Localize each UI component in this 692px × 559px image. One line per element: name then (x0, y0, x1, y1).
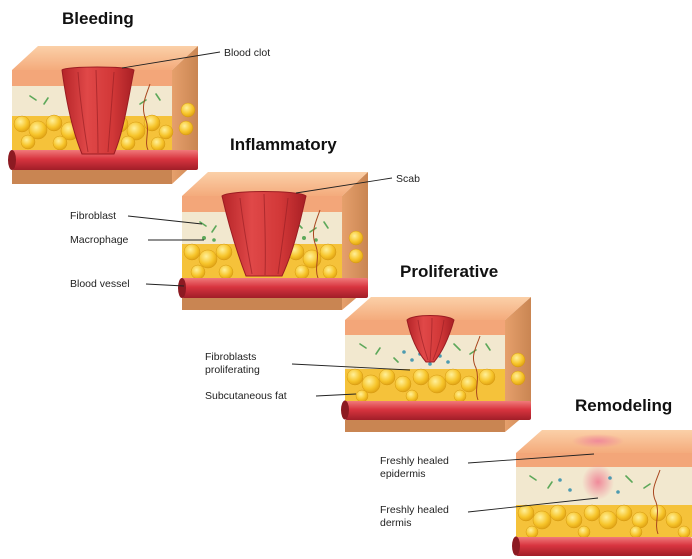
bleeding-block: Bleeding Blood clot (8, 9, 270, 184)
label-healed-epidermis-line2: epidermis (380, 468, 426, 480)
blood-vessel (341, 401, 531, 433)
blood-vessel (8, 150, 198, 184)
epidermis-layer (516, 453, 692, 467)
skin-top-surface (12, 46, 198, 70)
label-blood-vessel: Blood vessel (70, 278, 130, 290)
label-fibroblast: Fibroblast (70, 210, 116, 222)
label-macrophage: Macrophage (70, 234, 129, 246)
label-healed-epidermis-line1: Freshly healed (380, 455, 449, 467)
label-healed-dermis-line2: dermis (380, 517, 412, 529)
stage-title-inflammatory: Inflammatory (230, 135, 337, 154)
stage-title-bleeding: Bleeding (62, 9, 134, 28)
blood-vessel (178, 278, 368, 310)
healed-epidermis-mark (572, 434, 624, 448)
label-blood-clot: Blood clot (224, 47, 270, 59)
label-healed-dermis-line1: Freshly healed (380, 504, 449, 516)
label-fibroblasts: Fibroblasts (205, 351, 256, 363)
label-scab: Scab (396, 173, 420, 185)
stage-title-remodeling: Remodeling (575, 396, 672, 415)
label-proliferating: proliferating (205, 364, 260, 376)
label-subcutaneous-fat: Subcutaneous fat (205, 390, 287, 402)
stage-title-proliferative: Proliferative (400, 262, 498, 281)
blood-vessel (512, 537, 692, 557)
healed-dermis-mark (582, 464, 614, 500)
